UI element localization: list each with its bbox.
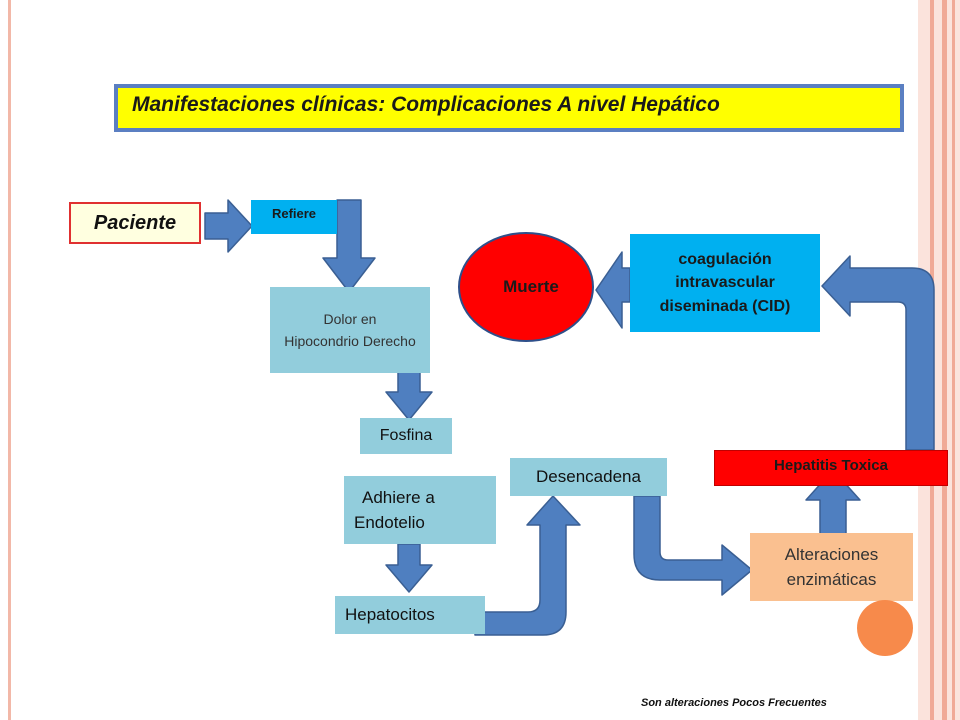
arrow-desencadena-alteraciones <box>633 495 753 596</box>
arrow-hepatitis-cid <box>821 255 935 451</box>
decorative-orange-circle <box>857 600 913 656</box>
node-refiere: Refiere <box>251 200 337 234</box>
node-hepatitis-toxica: Hepatitis Toxica <box>714 450 948 486</box>
arrow-adhiere-hepatocitos <box>385 543 433 593</box>
node-alteraciones-enzimaticas: Alteraciones enzimáticas <box>750 533 913 601</box>
node-desencadena: Desencadena <box>510 458 667 496</box>
node-hepatocitos: Hepatocitos <box>335 596 485 634</box>
arrow-refiere-dolor <box>322 199 376 293</box>
node-paciente: Paciente <box>69 202 201 244</box>
arrow-paciente-refiere <box>204 199 253 253</box>
node-fosfina: Fosfina <box>360 418 452 454</box>
arrow-dolor-fosfina <box>385 367 433 421</box>
arrow-hepatocitos-desencadena <box>474 495 581 636</box>
slide-title-box: Manifestaciones clínicas: Complicaciones… <box>114 84 904 132</box>
slide-left-border <box>8 0 11 720</box>
arrow-cid-muerte <box>595 251 631 329</box>
slide-title: Manifestaciones clínicas: Complicaciones… <box>118 88 900 128</box>
footnote: Son alteraciones Pocos Frecuentes <box>641 697 827 709</box>
node-adhiere-endotelio: Adhiere a Endotelio <box>344 476 496 544</box>
node-muerte: Muerte <box>458 232 594 342</box>
node-dolor-hipocondrio: Dolor en Hipocondrio Derecho <box>270 287 430 373</box>
node-cid: coagulación intravascular diseminada (CI… <box>630 234 820 332</box>
